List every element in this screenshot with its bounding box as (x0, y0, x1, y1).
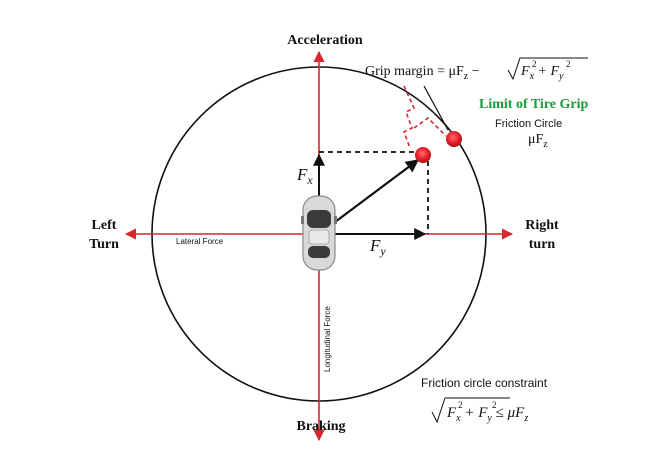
grip-margin-bracket (413, 116, 447, 137)
car-top-view-icon (301, 195, 337, 271)
label-friction-circle: Friction Circle (495, 118, 562, 130)
label-lateral-force: Lateral Force (176, 237, 224, 246)
label-left-turn-1: Left (92, 218, 117, 233)
label-right-turn-1: Right (525, 218, 559, 233)
label-braking: Braking (296, 419, 345, 434)
svg-text:2: 2 (532, 59, 537, 69)
svg-text:2: 2 (566, 59, 571, 69)
label-friction-circle-mu: μFz (528, 132, 548, 150)
svg-text:Grip margin = μFz −: Grip margin = μFz − (365, 64, 480, 82)
label-acceleration: Acceleration (287, 33, 363, 48)
current-force-dot (415, 147, 431, 163)
grip-margin-leader (423, 85, 449, 131)
svg-text:Fx + Fy: Fx + Fy (520, 64, 564, 82)
label-right-turn-2: turn (529, 237, 556, 252)
svg-text:Fx + Fy ≤ μFz: Fx + Fy ≤ μFz (446, 405, 528, 424)
limit-grip-dot (446, 131, 462, 147)
label-limit-of-tire-grip: Limit of Tire Grip (479, 97, 588, 112)
label-left-turn-2: Turn (89, 237, 119, 252)
grip-margin-formula: Grip margin = μFz − Fx + Fy 2 2 (365, 57, 588, 82)
label-fy: Fy (369, 236, 386, 258)
label-fx: Fx (296, 165, 313, 187)
label-constraint-title: Friction circle constraint (421, 376, 548, 390)
svg-text:2: 2 (458, 400, 463, 410)
label-longitudinal-force: Longitudinal Force (323, 306, 332, 372)
constraint-formula: Fx + Fy ≤ μFz 2 2 (431, 397, 528, 424)
svg-text:2: 2 (492, 400, 497, 410)
